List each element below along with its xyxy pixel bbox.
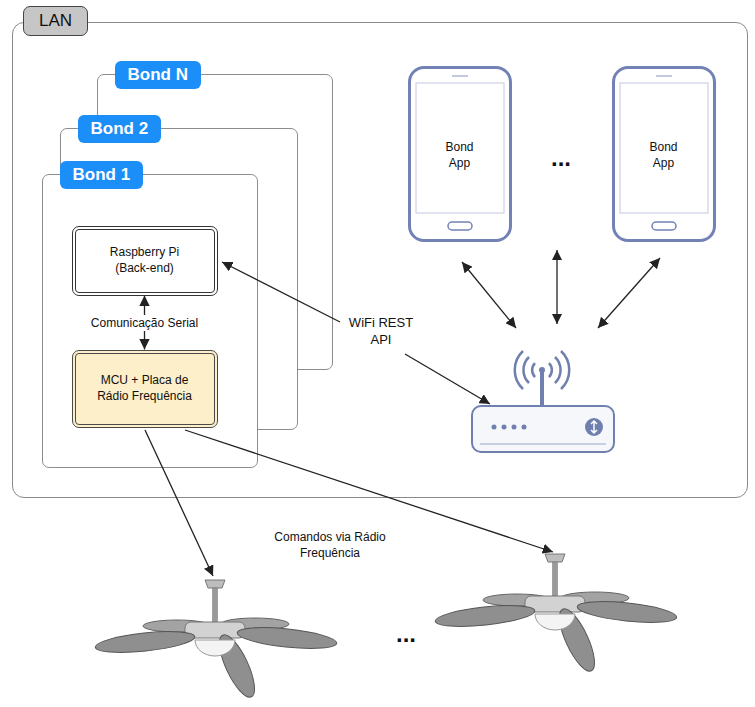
wifi-link-arrow	[462, 262, 516, 328]
router-body	[472, 406, 614, 452]
router	[472, 351, 614, 452]
ceiling-fan	[94, 580, 337, 701]
phone-speaker	[656, 75, 672, 77]
wifi-link-arrow	[556, 250, 557, 324]
phone-home-button	[652, 222, 676, 230]
raspberry-pi-box: Raspberry Pi (Back-end)	[72, 226, 218, 296]
wifi-label: WiFi REST API	[346, 315, 416, 349]
phone-app: Bond App	[408, 66, 512, 242]
bond-tab: Bond N	[115, 61, 201, 89]
ellipsis: ...	[541, 142, 581, 173]
mcu-rf-box: MCU + Placa de Rádio Frequência	[72, 350, 218, 428]
router-led	[502, 425, 507, 430]
bond-tab: Bond 2	[78, 115, 162, 143]
wifi-waves	[515, 351, 535, 389]
router-base	[480, 443, 606, 445]
wifi-link-arrow	[598, 258, 660, 328]
ellipsis: ...	[386, 618, 426, 649]
router-antenna-tip	[539, 367, 545, 373]
app-label: Bond App	[440, 69, 480, 171]
lan-boundary: Bond N Bond 2 Raspberry Pi (Back-end) MCU +…	[12, 22, 748, 498]
rf-command-arrow	[145, 430, 213, 576]
bond-tab: Bond 1	[60, 161, 144, 189]
router-led	[522, 425, 527, 430]
lan-tab: LAN	[23, 6, 88, 36]
wifi-leader-arrow	[405, 354, 490, 404]
router-antenna	[540, 372, 544, 406]
box-label: MCU + Placa de Rádio Frequência	[95, 373, 195, 404]
wifi-waves	[549, 351, 569, 389]
app-label: Bond App	[644, 69, 684, 171]
router-button-icon	[591, 421, 597, 433]
rf-command-arrow	[185, 430, 553, 552]
connector-label: Comunicação Serial	[88, 315, 201, 331]
router-button	[585, 418, 603, 436]
wifi-leader-arrow	[222, 262, 340, 322]
phone-home-button	[448, 222, 472, 230]
box-label: Raspberry Pi (Back-end)	[95, 245, 195, 276]
phone-app: Bond App	[612, 66, 716, 242]
serial-link-arrow	[144, 296, 145, 350]
phone-speaker	[452, 75, 468, 77]
ceiling-fan	[434, 554, 677, 675]
router-led	[512, 425, 517, 430]
rf-label: Comandos via Rádio Frequência	[252, 530, 408, 561]
router-led	[492, 425, 497, 430]
bond-device-box: Raspberry Pi (Back-end) MCU + Placa de Rá…	[42, 174, 258, 468]
